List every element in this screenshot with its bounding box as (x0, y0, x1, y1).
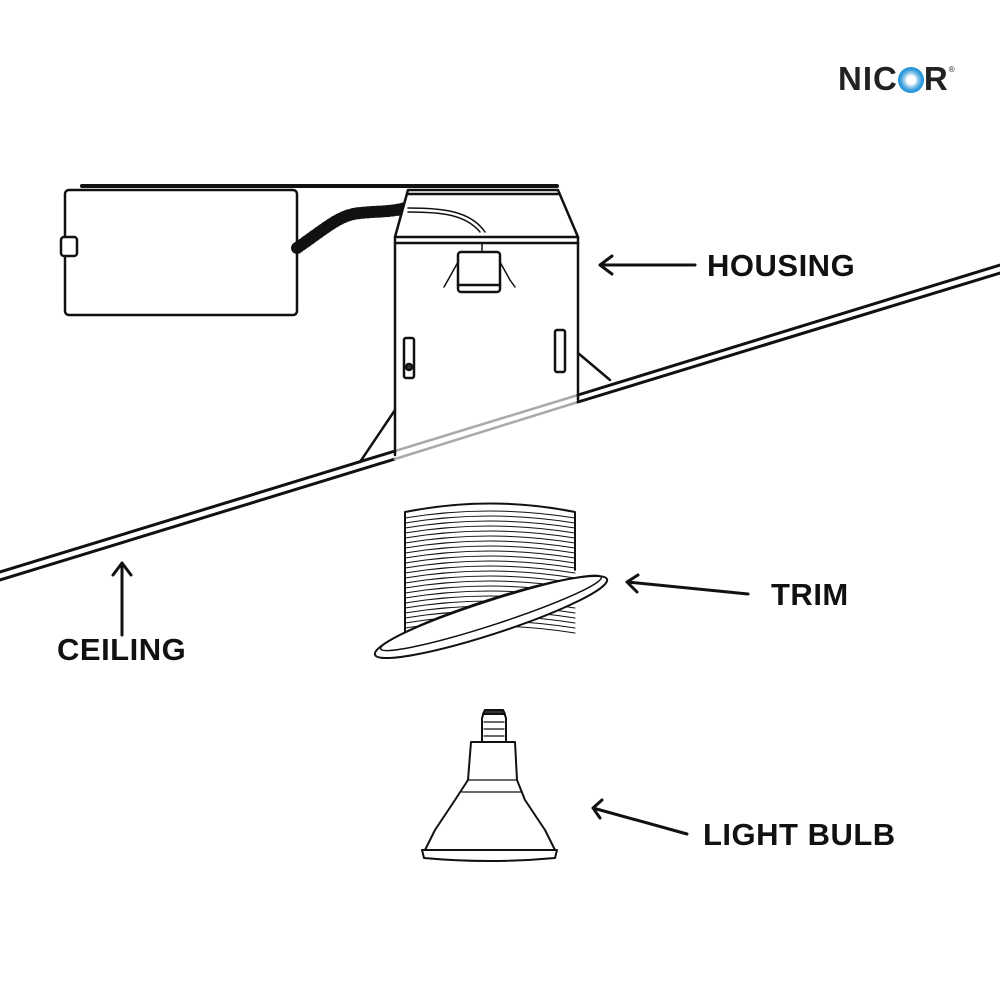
nicor-logo: NIC R® (838, 60, 956, 98)
light-bulb (421, 709, 558, 862)
label-trim: TRIM (771, 577, 849, 612)
starburst-icon (897, 67, 924, 93)
trim-rib (404, 575, 576, 584)
trim-rib (404, 520, 576, 529)
label-light-bulb: LIGHT BULB (703, 817, 896, 852)
trim (373, 502, 609, 660)
trim-rib (404, 540, 576, 549)
trim-rib (404, 515, 576, 524)
trim-rib (404, 525, 576, 534)
label-ceiling: CEILING (57, 632, 187, 667)
trim-arrow (625, 573, 750, 596)
logo-text-prefix: NIC (838, 60, 898, 97)
trim-rib (404, 530, 576, 539)
trim-rib (404, 510, 576, 519)
registered-mark: ® (948, 65, 956, 74)
ceiling-lines (0, 263, 1000, 582)
trim-rib (404, 555, 576, 564)
trim-rib (404, 570, 576, 579)
bulb-arrow (591, 798, 689, 836)
housing-arrow (598, 254, 697, 276)
trim-rib (404, 545, 576, 554)
label-housing: HOUSING (707, 248, 856, 283)
housing (358, 188, 612, 464)
trim-rib (404, 560, 576, 569)
ceiling-arrow (111, 561, 133, 637)
logo-text-suffix: R (923, 60, 949, 97)
trim-rib (404, 565, 576, 574)
flex-conduit (291, 201, 414, 254)
trim-rib (404, 550, 576, 559)
arrows (111, 254, 750, 836)
trim-rib (404, 535, 576, 544)
